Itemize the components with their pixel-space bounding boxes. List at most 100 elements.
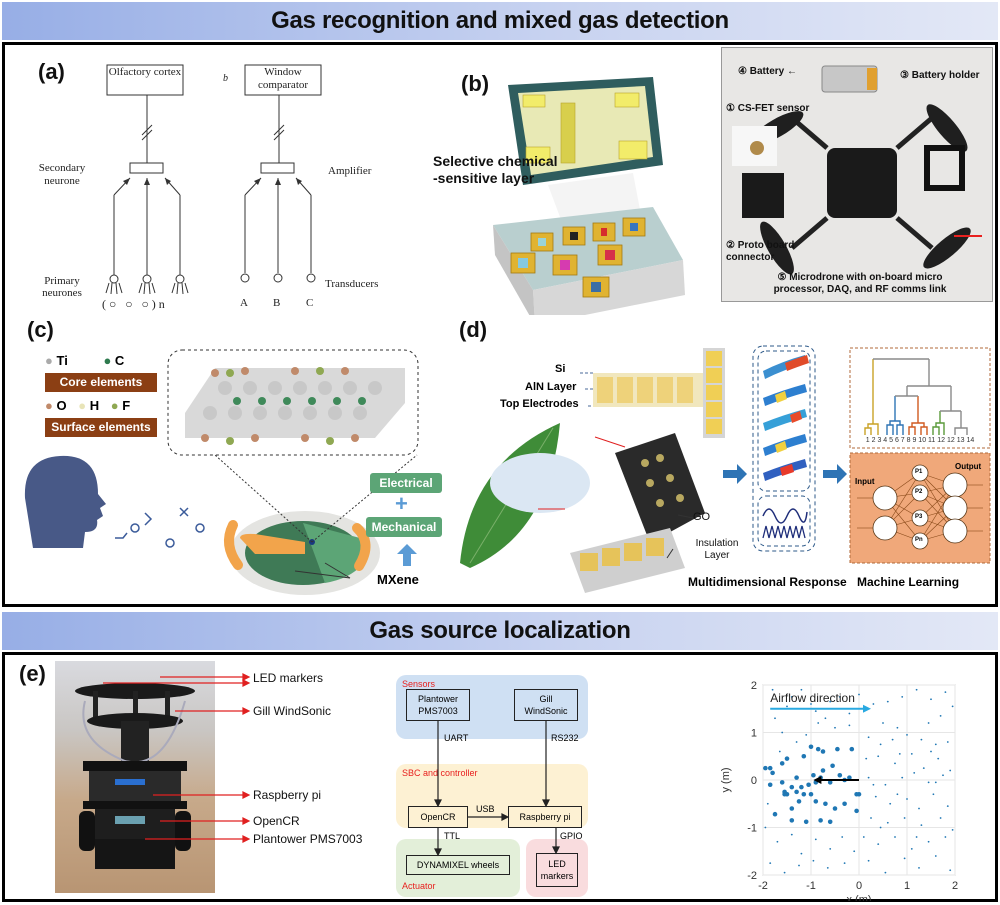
data-point [801, 753, 807, 759]
data-point [939, 714, 942, 717]
secondary-neurone-label: Secondary neurone [38, 162, 86, 187]
data-point [879, 743, 882, 746]
data-point [827, 780, 833, 785]
data-point [865, 757, 868, 760]
airflow-arrowhead-icon [863, 704, 871, 713]
data-point [820, 768, 826, 773]
data-point [879, 826, 882, 829]
y-tick-label: -1 [747, 823, 757, 835]
sbc-group-title: SBC and controller [402, 768, 478, 778]
data-point [838, 695, 841, 698]
nn-output-node [942, 472, 968, 498]
nn-hidden-node [911, 464, 929, 482]
atom-ti-label: Ti [56, 353, 68, 368]
amplifier-box [260, 162, 295, 174]
panel-b-chip: (b) [423, 45, 721, 315]
panel-c: (c) ● Ti ● C Core elements ● O ● H ● F S… [5, 313, 445, 603]
data-point [801, 791, 807, 797]
data-point [910, 752, 913, 755]
data-point [789, 818, 795, 823]
data-point [803, 819, 809, 825]
data-point [847, 775, 852, 780]
robot-illustration [75, 683, 195, 869]
data-point [903, 857, 906, 860]
mxene-structure-callout [167, 349, 419, 456]
raspberry-pi-node: Raspberry pi [508, 806, 582, 828]
nn-output-node [942, 495, 968, 521]
atom-h-label: H [89, 398, 100, 413]
y-axis-label: y (m) [720, 767, 732, 792]
nn-output-node [942, 518, 968, 544]
nn-input-node [872, 515, 898, 541]
data-point [901, 776, 904, 779]
surface-elements-badge: Surface elements [45, 418, 157, 437]
data-point [906, 798, 908, 800]
x-tick-label: -1 [806, 880, 816, 892]
data-point [920, 738, 923, 741]
microdrone-photo: ④ Battery ← ③ Battery holder ① CS-FET se… [721, 47, 993, 302]
data-point [837, 772, 843, 778]
data-point [808, 744, 814, 750]
data-point [937, 757, 940, 760]
data-point [951, 705, 954, 708]
gpio-label: GPIO [560, 831, 583, 841]
opencr-node: OpenCR [408, 806, 468, 828]
electrical-badge: Electrical [370, 473, 442, 493]
transducer-input-b: B [273, 297, 281, 309]
data-point [849, 746, 855, 752]
data-point [794, 789, 799, 795]
panel-d: (d) Si AlN Layer Top Electrodes [445, 313, 995, 603]
data-point [818, 818, 823, 823]
airflow-annotation: Airflow direction [770, 691, 855, 705]
data-point [786, 705, 788, 708]
data-point [934, 781, 937, 784]
arrow-right-icon [723, 464, 747, 484]
uart-label: UART [444, 733, 469, 743]
layer-label-si: Si [555, 363, 566, 375]
data-point [829, 700, 832, 703]
drone-label-proto-board: ② Proto board connector [726, 240, 816, 264]
data-point [910, 847, 913, 850]
x-axis-label: x (m) [846, 894, 871, 901]
robot-label-gill-windsonic: Gill WindSonic [253, 704, 332, 718]
high-freq-wave-icon [762, 525, 806, 539]
mxene-label: MXene [377, 572, 419, 587]
data-point [891, 738, 894, 741]
response-modes-box [752, 345, 816, 552]
data-point [927, 722, 930, 724]
data-point [944, 691, 947, 694]
node-text: Gill [539, 694, 553, 704]
panel-label-c: (c) [27, 317, 54, 342]
data-point [898, 752, 901, 755]
data-point [894, 762, 896, 765]
data-point [795, 741, 798, 743]
x-tick-label: 0 [856, 880, 862, 892]
section-banner-gas-localization: Gas source localization [2, 612, 998, 650]
dendrogram-leaf-labels: 1 2 3 4 5 6 7 8 9 10 11 12 12 13 14 [865, 437, 975, 444]
actuator-group-title: Actuator [402, 881, 436, 891]
data-point [794, 775, 799, 780]
data-point [884, 871, 887, 874]
plus-icon: + [395, 491, 408, 516]
nn-input-label: Input [855, 477, 875, 486]
node-text: PMS7003 [418, 706, 458, 716]
section-banner-gas-recognition: Gas recognition and mixed gas detection [2, 2, 998, 40]
ti-atom-icon: ● [45, 353, 53, 368]
data-point [922, 767, 925, 770]
data-point [939, 817, 942, 819]
data-point [770, 770, 775, 776]
sine-wave-icon [762, 508, 808, 524]
data-point [870, 817, 872, 819]
data-point [841, 836, 844, 838]
data-point [805, 733, 808, 736]
nn-hidden-p1: P1 [915, 469, 923, 475]
olfactory-cortex-label: Olfactory cortex [108, 66, 182, 78]
data-point [823, 801, 828, 807]
y-tick-label: 1 [751, 728, 757, 740]
drone-label-battery: ④ Battery ← [738, 66, 797, 77]
subpanel-letter-b: b [223, 73, 228, 84]
data-point [856, 791, 862, 797]
transducer-input-a: A [240, 297, 248, 309]
